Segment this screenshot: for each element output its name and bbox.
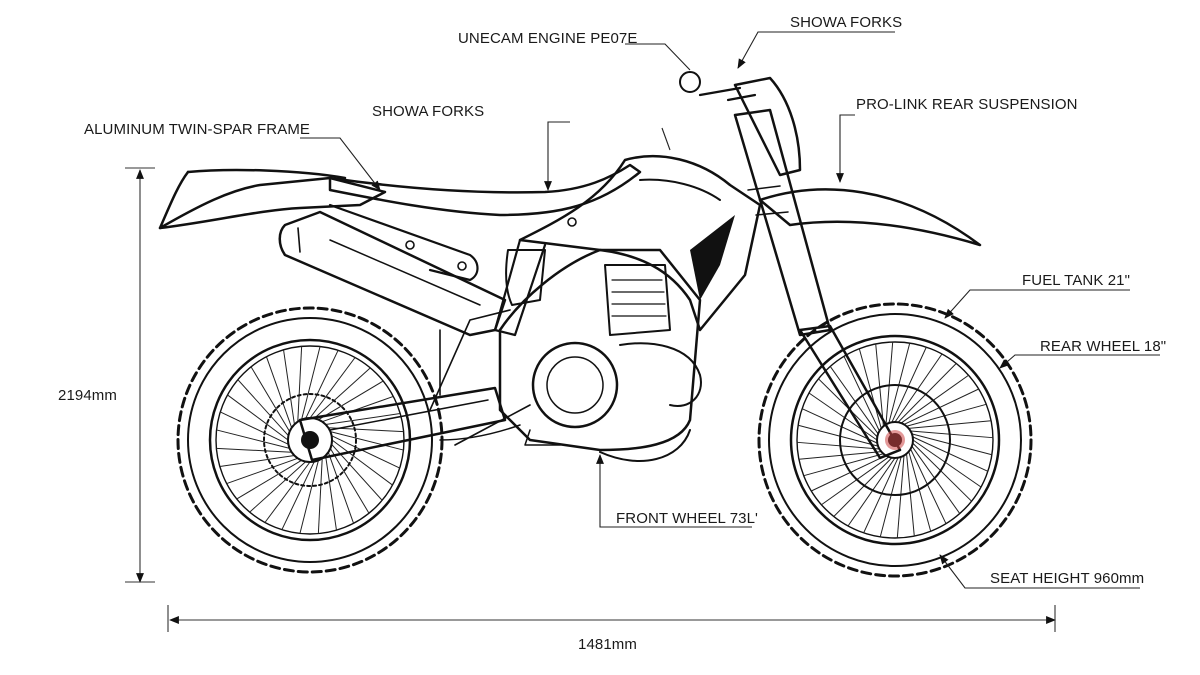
label-engine: UNECAM ENGINE PE07E (458, 30, 638, 47)
dimension-lines (125, 167, 1056, 632)
dimension-length-label: 1481mm (578, 636, 637, 653)
front-fender (758, 188, 982, 247)
label-showa-forks-mid: SHOWA FORKS (372, 103, 485, 120)
label-fuel-tank: FUEL TANK 21" (1022, 272, 1131, 289)
callout-leader-lines (300, 31, 1160, 589)
front-forks (679, 71, 905, 460)
exhaust-muffler (278, 210, 507, 337)
fuel-tank-shroud (518, 154, 762, 332)
swingarm (298, 386, 521, 462)
engine-and-frame (429, 238, 702, 462)
label-showa-forks-top: SHOWA FORKS (790, 14, 903, 31)
label-seat-height: SEAT HEIGHT 960mm (990, 570, 1145, 587)
front-wheel (757, 302, 1033, 578)
seat (328, 163, 642, 217)
label-front-wheel: FRONT WHEEL 73L' (616, 510, 758, 527)
dimension-height-label: 2194mm (58, 387, 117, 404)
label-rear-suspension: PRO-LINK REAR SUSPENSION (856, 96, 1078, 113)
label-frame: ALUMINUM TWIN-SPAR FRAME (84, 121, 311, 138)
label-rear-wheel: REAR WHEEL 18" (1040, 338, 1167, 355)
